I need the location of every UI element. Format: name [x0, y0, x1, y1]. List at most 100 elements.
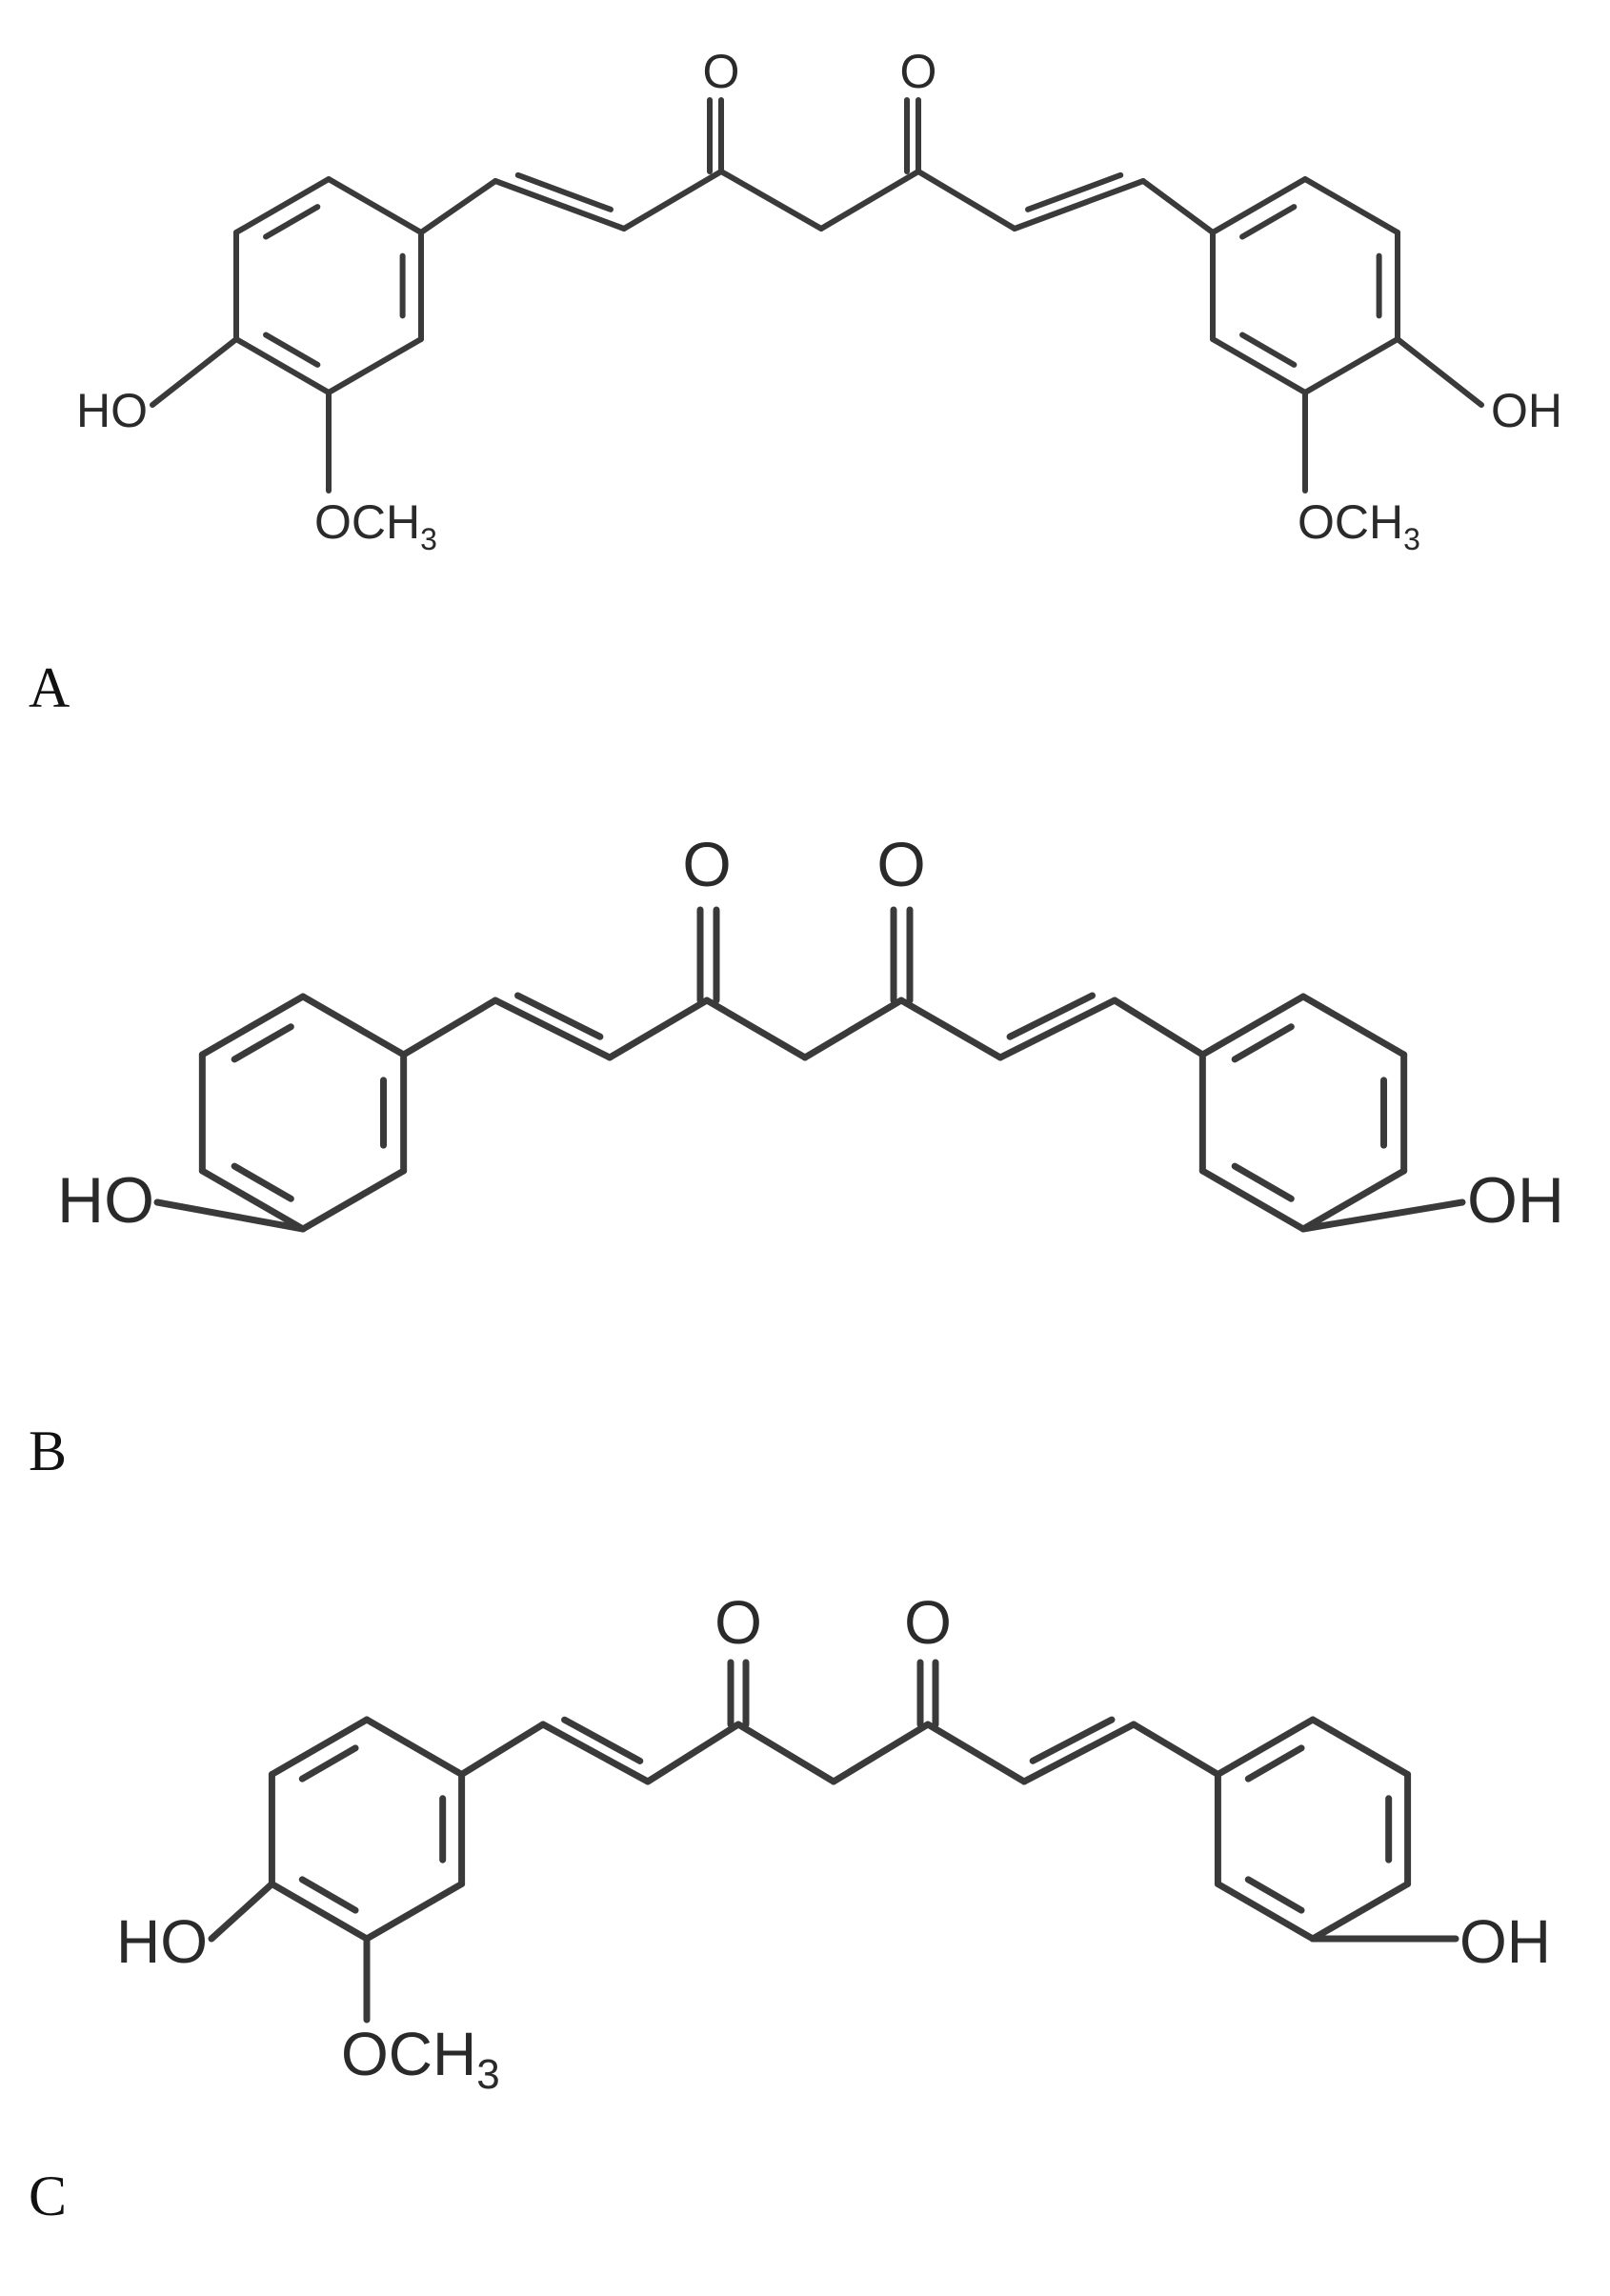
molecule-b: O O HO OH — [57, 829, 1564, 1237]
oh-bond — [208, 1881, 275, 1943]
chain-bond — [703, 997, 809, 1061]
panel-label-a: A — [29, 656, 70, 719]
ring-bond-b-left — [198, 993, 307, 1058]
atom-ho-left-a: HO — [76, 384, 148, 437]
alkene-bond — [492, 997, 614, 1061]
atom-oh-right-c: OH — [1459, 1907, 1551, 1976]
ring-bond-b-left — [299, 993, 408, 1058]
ring-bond-c-right — [1309, 1881, 1412, 1943]
atom-o-right-a: O — [900, 45, 937, 98]
chain-bond — [1111, 997, 1206, 1058]
alkene-bond-inner — [1029, 1716, 1116, 1764]
ring-bond-a-left — [233, 176, 332, 235]
ring-double-bond-b-right — [1231, 1023, 1295, 1063]
chain-bond — [818, 169, 921, 232]
ring-bond-c-left — [268, 1881, 371, 1943]
atom-och3-right-a: OCH3 — [1298, 495, 1420, 556]
atom-o-left-b: O — [682, 829, 731, 899]
subscript-3: 3 — [1403, 522, 1420, 556]
oh-bond — [1394, 336, 1484, 408]
ring-bond-c-left — [363, 1881, 466, 1943]
ring-bond-a-left — [326, 336, 424, 395]
chain-bond — [1140, 178, 1217, 235]
ring-bond-a-right — [1302, 176, 1400, 235]
alkene-bond — [493, 178, 627, 232]
panel-label-c: C — [29, 2165, 67, 2227]
subscript-3: 3 — [420, 522, 437, 556]
atom-och3-left-a: OCH3 — [314, 495, 437, 556]
ring-double-bond-c-left — [298, 1876, 359, 1914]
chain-bond — [718, 169, 824, 232]
ring-bond-b-right — [1299, 993, 1408, 1058]
oh-bond — [150, 336, 240, 408]
ring-bond-b-right — [1198, 1167, 1307, 1233]
chain-bond — [830, 1721, 932, 1785]
och-text: OCH — [341, 2020, 476, 2088]
alkene-bond-inner — [561, 1716, 644, 1764]
atom-o-right-b: O — [876, 829, 925, 899]
atom-o-right-c: O — [904, 1588, 952, 1657]
ring-bond-c-right — [1214, 1881, 1317, 1943]
alkene-bond — [996, 997, 1118, 1061]
ring-double-bond-a-right — [1239, 332, 1298, 368]
ring-bond-a-left — [326, 176, 424, 235]
ring-bond-b-left — [299, 1167, 408, 1233]
ring-bond-a-right — [1302, 336, 1400, 395]
ring-bond-b-left — [198, 1167, 307, 1233]
ring-bond-a-left — [233, 336, 332, 395]
atom-o-left-c: O — [714, 1588, 762, 1657]
panel-label-b: B — [29, 1420, 67, 1482]
atom-o-left-a: O — [703, 45, 740, 98]
chain-bond — [458, 1721, 547, 1778]
ring-double-bond-a-left — [263, 332, 321, 368]
och-text: OCH — [1298, 495, 1403, 549]
alkene-bond — [539, 1721, 652, 1785]
chain-bond — [606, 997, 711, 1061]
chain-bond — [644, 1721, 742, 1785]
ring-double-bond-a-right — [1239, 204, 1298, 240]
ring-double-bond-b-left — [231, 1162, 294, 1202]
alkene-bond-inner — [1006, 992, 1096, 1040]
ring-bond-b-right — [1198, 993, 1307, 1058]
atom-ho-left-c: HO — [116, 1907, 208, 1976]
atom-oh-right-a: OH — [1491, 384, 1562, 437]
chain-bond — [916, 169, 1017, 232]
ring-double-bond-b-left — [231, 1023, 294, 1063]
chain-bond — [417, 178, 498, 235]
chain-bond — [735, 1721, 837, 1785]
chain-bond — [924, 1721, 1028, 1785]
alkene-bond — [1012, 178, 1146, 232]
ring-bond-a-right — [1210, 176, 1308, 235]
chain-bond — [801, 997, 905, 1061]
ring-bond-a-right — [1210, 336, 1308, 395]
chain-bond — [621, 169, 724, 232]
ring-bond-c-right — [1214, 1716, 1317, 1778]
alkene-bond-inner — [514, 171, 614, 212]
alkene-bond-inner — [514, 992, 604, 1040]
atom-ho-left-b: HO — [57, 1164, 154, 1237]
alkene-bond — [1020, 1721, 1137, 1785]
chain-bond — [400, 997, 499, 1058]
chain-bond — [1130, 1721, 1221, 1778]
ring-double-bond-c-right — [1244, 1876, 1305, 1914]
ring-double-bond-c-right — [1244, 1744, 1305, 1782]
chain-bond — [897, 997, 1004, 1061]
ring-bond-c-left — [363, 1716, 466, 1778]
subscript-3: 3 — [476, 2051, 499, 2098]
och-text: OCH — [314, 495, 420, 549]
oh-bond — [153, 1198, 307, 1233]
ring-bond-c-left — [268, 1716, 371, 1778]
molecule-c: O O HO OH OCH3 — [116, 1588, 1551, 2098]
ring-bond-b-right — [1299, 1167, 1408, 1233]
alkene-bond-inner — [1025, 171, 1124, 212]
atom-och3-c: OCH3 — [341, 2020, 500, 2098]
oh-bond — [1299, 1198, 1466, 1233]
ring-double-bond-b-right — [1231, 1162, 1295, 1202]
ring-double-bond-c-left — [298, 1744, 359, 1782]
molecule-a: O O HO OH OCH3 OCH3 — [76, 45, 1562, 556]
ring-double-bond-a-left — [263, 204, 321, 240]
ring-bond-c-right — [1309, 1716, 1412, 1778]
atom-oh-right-b: OH — [1467, 1164, 1564, 1237]
